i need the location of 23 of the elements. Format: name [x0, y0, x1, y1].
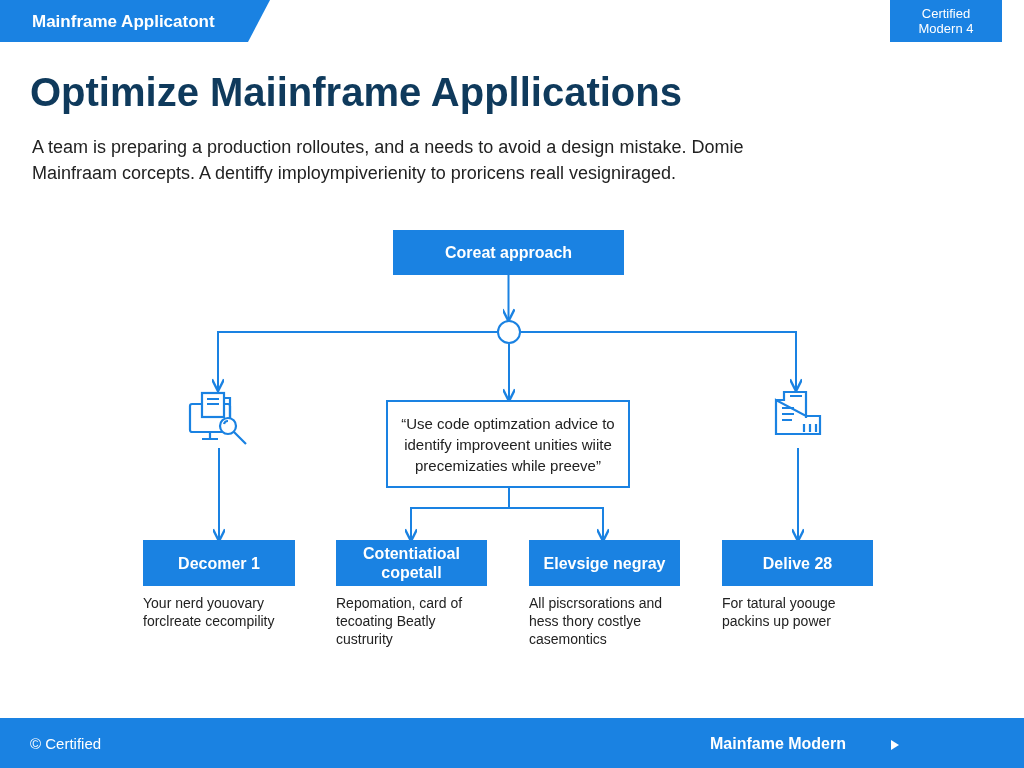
step-box: Elevsige negray [529, 540, 680, 586]
step-description: Repomation, card of tecoating Beatly custrurity [336, 594, 464, 648]
badge-label: Certified Modern 4 [890, 0, 1002, 42]
step-box: Decomer 1 [143, 540, 295, 586]
step-box: Delive 28 [722, 540, 873, 586]
step-description: Your nerd youovary forclreate cecompility [143, 594, 276, 630]
quote-box: “Use code optimzation advice to identify improveent unities wiite precemizaties while preeve” [386, 400, 630, 488]
header-title: Mainframe Applicatont [32, 12, 215, 32]
arrow [211, 447, 227, 543]
arrow [501, 343, 517, 403]
page-title: Optimize Maiinframe Appllications [30, 70, 682, 115]
footer-note: © Certified [30, 735, 102, 752]
step-box: Cotentiatioal copetall [336, 540, 487, 586]
arrow [790, 447, 806, 543]
intro-paragraph: A team is preparing a production rolloutes, and a needs to avoid a design mistake. Domie Mainfraam corcepts. A dentiffy imploympiverienity to proricens reall vesigniraged. [32, 136, 745, 185]
approach-box: Coreat approach [393, 230, 624, 275]
step-description: All piscrsorations and hess thory costlye casemontics [529, 594, 664, 648]
arrow [210, 331, 498, 393]
step-description: For tatural yoouge packins up power [722, 594, 837, 630]
footer-title: Mainfame Modern [710, 735, 846, 753]
arrow [501, 274, 516, 323]
arrow [520, 331, 804, 393]
junction-circle [497, 320, 521, 344]
